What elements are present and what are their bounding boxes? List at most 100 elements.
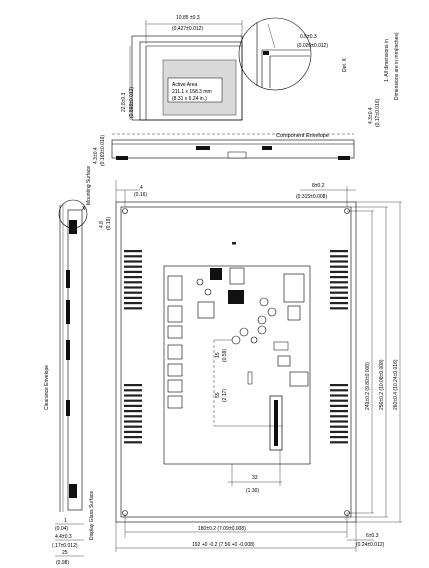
vent-slot (124, 415, 142, 418)
vent-slot (330, 276, 348, 279)
profile-part (66, 340, 70, 360)
dim-top-right: 8±0.2 (312, 183, 325, 189)
dim-top-right-in: (0.315±0.008) (296, 194, 327, 200)
main-outer-frame (115, 201, 357, 523)
dim-bottom-2: 192 +0 -0.2 (7.56 +0 -0.008) (192, 542, 255, 548)
pcb-capacitor (231, 335, 241, 345)
top-inner-frame (139, 41, 243, 121)
vent-slot (330, 394, 348, 397)
top-bezel-edge (145, 45, 242, 120)
active-area-box (167, 77, 223, 103)
vent-slot (330, 420, 348, 423)
detail-bezel (261, 49, 310, 88)
pcb-chip (167, 344, 183, 360)
vent-slot (330, 255, 348, 258)
vent-slot (124, 265, 142, 268)
profile-dim-1-in: (0.04) (55, 526, 68, 532)
dim-corner-in: (0.24±0.012) (356, 542, 385, 548)
vent-slot (124, 441, 142, 444)
vent-slot (124, 436, 142, 439)
pcb-capacitor (257, 325, 267, 335)
active-area-mm: 211.1 x 158.3 mm (172, 89, 212, 95)
vent-slot (124, 394, 142, 397)
profile-dim-2: 4.4±0.3 (55, 534, 72, 540)
detail-gap-dim-in: (0.020±0.012) (297, 43, 328, 49)
vent-slot (330, 291, 348, 294)
vent-slot (124, 302, 142, 305)
top-width-dim: 10.85 ±0.3 (176, 15, 200, 21)
profile-dim-3: 25 (62, 550, 68, 556)
vent-slot (124, 270, 142, 273)
vent-slot (124, 384, 142, 387)
dim-corner: 6±0.3 (366, 533, 379, 539)
mounting-surface-label: Mounting Surface (86, 166, 92, 205)
pcb-capacitor (196, 278, 204, 286)
vent-slot (232, 242, 236, 245)
pcb-chip (197, 301, 215, 319)
vent-slot (124, 430, 142, 433)
pcb-chip (228, 290, 244, 304)
side-strip-part (196, 146, 210, 150)
profile-dim-3-in: (0.98) (56, 560, 69, 566)
top-height-dim-in: (0.898±0.012) (129, 87, 135, 118)
vent-slot (124, 307, 142, 310)
pcb-chip (210, 268, 222, 280)
pcb-capacitor (259, 297, 269, 307)
side-right-dim: 4.3±0.4 (368, 107, 374, 124)
vent-slot (124, 260, 142, 263)
vent-slot (124, 281, 142, 284)
side-strip-view: Component Envelope 4.3±0.4 (0.169±0.016)… (93, 98, 381, 166)
active-area-title: Active Area (172, 82, 198, 88)
pcb-connector (289, 371, 309, 387)
pcb-crystal (247, 371, 253, 385)
vent-slot (124, 291, 142, 294)
left-profile-view: X Mounting Surface Clearance Envelope Di… (44, 166, 95, 566)
side-strip-part (262, 146, 272, 150)
vent-slot (330, 389, 348, 392)
pcb-chip (167, 275, 183, 301)
pcb-dim-h-in: (1.30) (246, 488, 259, 494)
pcb-chip (167, 379, 183, 393)
vent-slot (330, 430, 348, 433)
dim-right-3: 260±0.4 (10.24±0.016) (393, 359, 399, 410)
side-strip-connector (227, 151, 247, 159)
detail-gap (263, 51, 269, 55)
detail-circle (238, 17, 312, 91)
vent-slot (330, 436, 348, 439)
side-left-dim-in: (0.169±0.016) (100, 135, 106, 166)
pcb-capacitor (257, 315, 267, 325)
pcb-header (273, 341, 289, 351)
vent-slot (124, 276, 142, 279)
vent-slot (330, 384, 348, 387)
pcb-dim-h: 33 (252, 475, 258, 481)
active-area-in: (8.31 x 6.24 in.) (172, 96, 207, 102)
vent-slot (124, 296, 142, 299)
dim-side-left-in: (0.19) (106, 217, 112, 230)
pcb-capacitor (267, 307, 277, 317)
pcb-dim-v1-in: (0.59) (222, 349, 228, 362)
vent-slot (330, 286, 348, 289)
vent-slot (124, 404, 142, 407)
top-view: Active Area 211.1 x 158.3 mm (8.31 x 6.2… (121, 15, 243, 121)
detail-label: Det. X (342, 57, 348, 72)
vent-slot (330, 296, 348, 299)
pcb-chip (167, 395, 183, 409)
side-right-dim-in: (0.17±0.016) (375, 98, 381, 127)
vent-slot (330, 307, 348, 310)
detail-glass (269, 55, 310, 88)
pcb-capacitor (204, 288, 212, 296)
pcb-chip (167, 305, 183, 323)
top-width-dim-in: (0.427±0.012) (172, 26, 203, 32)
side-strip-foot (338, 156, 350, 160)
pcb-chip (167, 325, 183, 339)
profile-dim-2-in: (.17±0.012) (52, 543, 78, 549)
vent-slot (330, 250, 348, 253)
detail-x-view: 0.5±0.3 (0.020±0.012) Det. X 1. All dime… (238, 17, 400, 100)
pcb-chip (229, 267, 245, 285)
component-envelope-label: Component Envelope (276, 133, 329, 139)
pcb-dim-v2-in: (2.17) (222, 389, 228, 402)
vent-slots (124, 242, 348, 444)
vent-slot (124, 420, 142, 423)
vent-slot (124, 425, 142, 428)
dim-side-left: 4.8 (99, 221, 105, 228)
